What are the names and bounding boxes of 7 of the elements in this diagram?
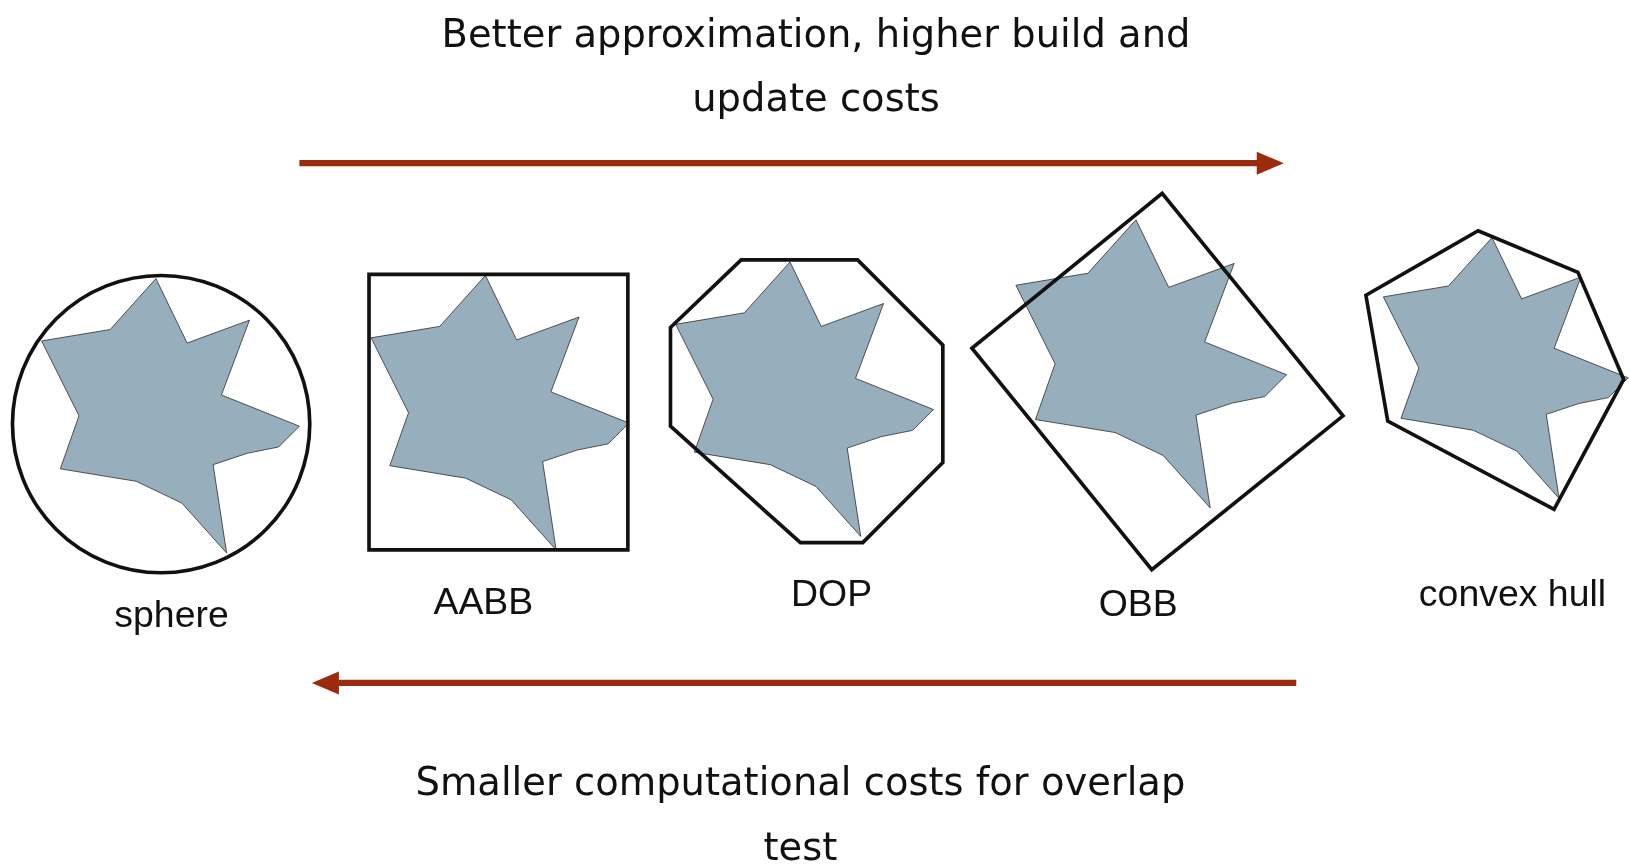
- annotation-text: Better approximation, higher build and update costs: [440, 10, 1192, 123]
- shape-label: sphere: [114, 592, 229, 637]
- shape-label: OBB: [1098, 582, 1178, 626]
- shape-label: DOP: [791, 571, 873, 616]
- shape-label: AABB: [433, 580, 534, 624]
- annotation-text: Smaller computational costs for overlap test: [414, 758, 1187, 866]
- shape-label: convex hull: [1418, 571, 1607, 616]
